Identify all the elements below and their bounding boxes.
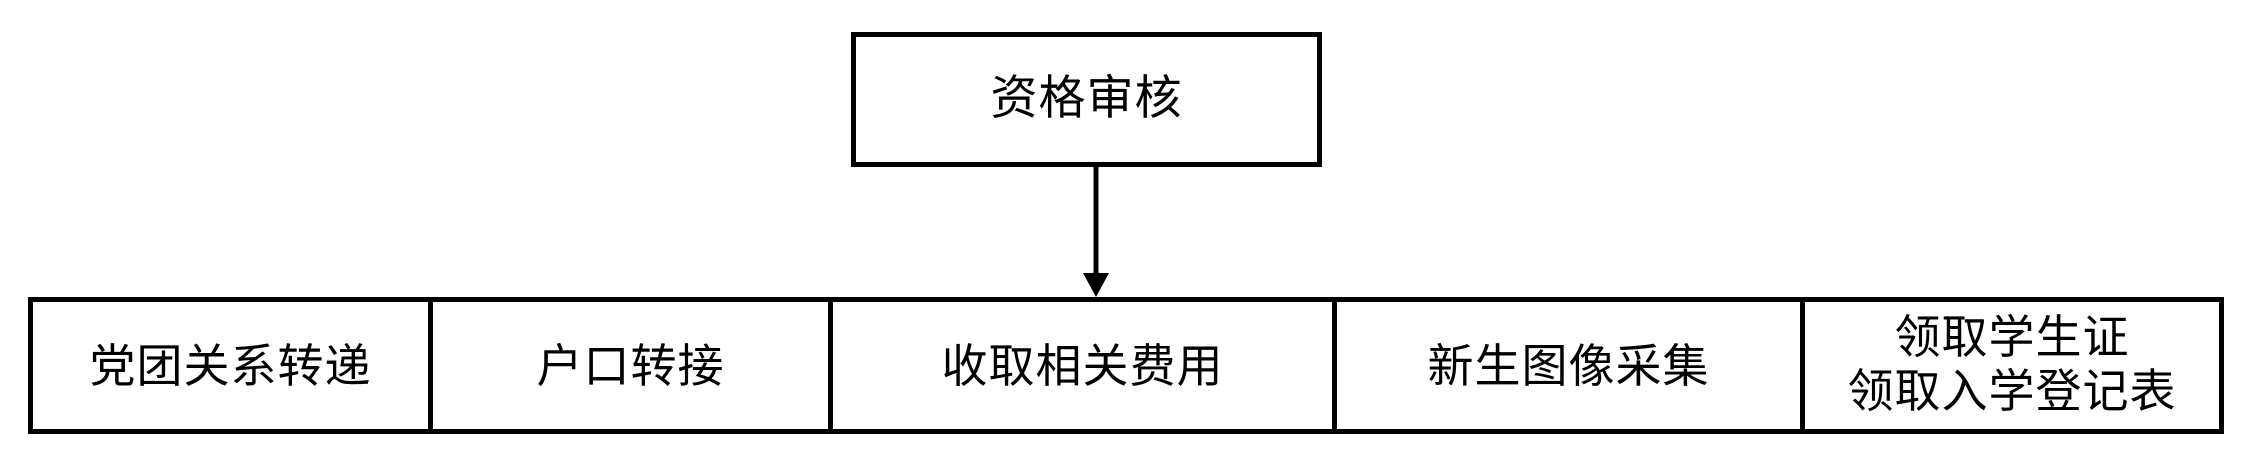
cell-receive-documents[interactable]: 领取学生证 领取入学登记表 [1805, 302, 2219, 429]
connector-arrow-down [1081, 167, 1111, 297]
cell-party-league-transfer-label: 党团关系转递 [89, 338, 372, 393]
node-qualification-review-label: 资格审核 [990, 71, 1183, 127]
cell-party-league-transfer[interactable]: 党团关系转递 [33, 302, 433, 429]
cell-household-transfer[interactable]: 户口转接 [433, 302, 833, 429]
cell-household-transfer-label: 户口转接 [536, 338, 725, 393]
cell-receive-documents-line1: 领取学生证 [1894, 309, 2130, 364]
cell-freshman-photo[interactable]: 新生图像采集 [1337, 302, 1805, 429]
node-qualification-review[interactable]: 资格审核 [851, 32, 1322, 167]
cell-receive-documents-line2: 领取入学登记表 [1847, 363, 2177, 418]
cell-collect-fees[interactable]: 收取相关费用 [833, 302, 1337, 429]
cell-collect-fees-label: 收取相关费用 [941, 338, 1224, 393]
cell-freshman-photo-label: 新生图像采集 [1427, 338, 1710, 393]
cell-receive-documents-label: 领取学生证 领取入学登记表 [1848, 314, 2177, 414]
process-row: 党团关系转递 户口转接 收取相关费用 新生图像采集 领取学生证 领取入学登记表 [28, 297, 2224, 434]
